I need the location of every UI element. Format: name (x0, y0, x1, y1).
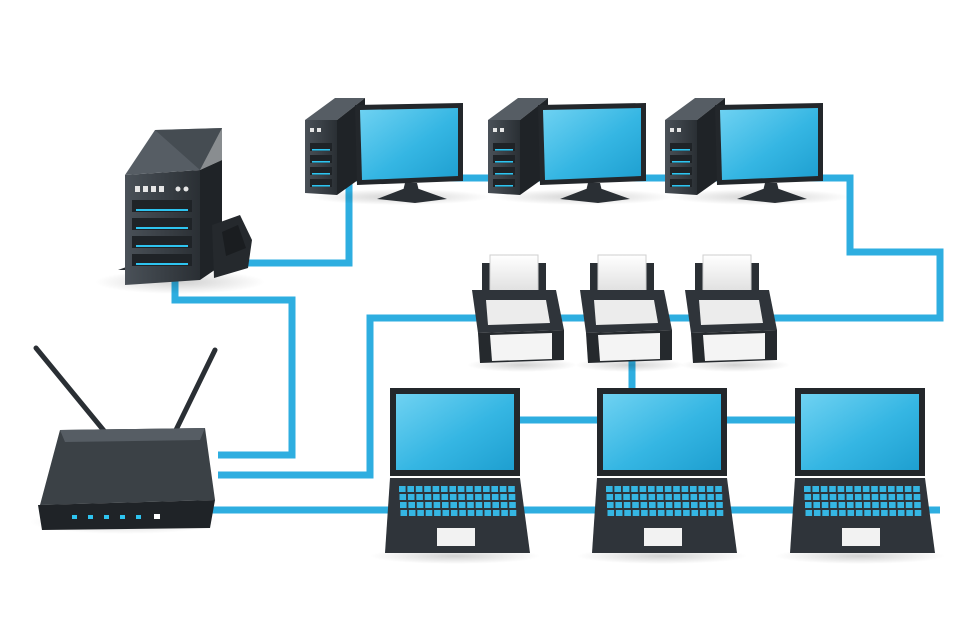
laptop-3 (775, 388, 945, 564)
laptop-1 (370, 388, 540, 564)
laptop-screen (396, 394, 514, 470)
laptop-2 (577, 388, 747, 564)
desktop-computer-2 (488, 98, 673, 205)
monitor-screen (720, 108, 818, 180)
laptops (370, 388, 945, 564)
cable-router-to-printers (218, 314, 480, 479)
printers (467, 254, 790, 372)
cable-server-to-desktops (248, 174, 944, 322)
server (95, 128, 265, 294)
monitor-screen (360, 108, 458, 180)
monitor-screen (543, 108, 641, 180)
desktop-computer-1 (305, 98, 490, 205)
router (30, 345, 220, 534)
laptop-screen (801, 394, 919, 470)
printer-2 (575, 254, 685, 372)
desktop-computer-3 (665, 98, 850, 205)
antenna-left (33, 345, 108, 435)
printer-1 (467, 254, 577, 372)
desktop-computers (305, 98, 850, 205)
laptop-screen (603, 394, 721, 470)
antenna-right (172, 347, 218, 435)
printer-3 (680, 254, 790, 372)
